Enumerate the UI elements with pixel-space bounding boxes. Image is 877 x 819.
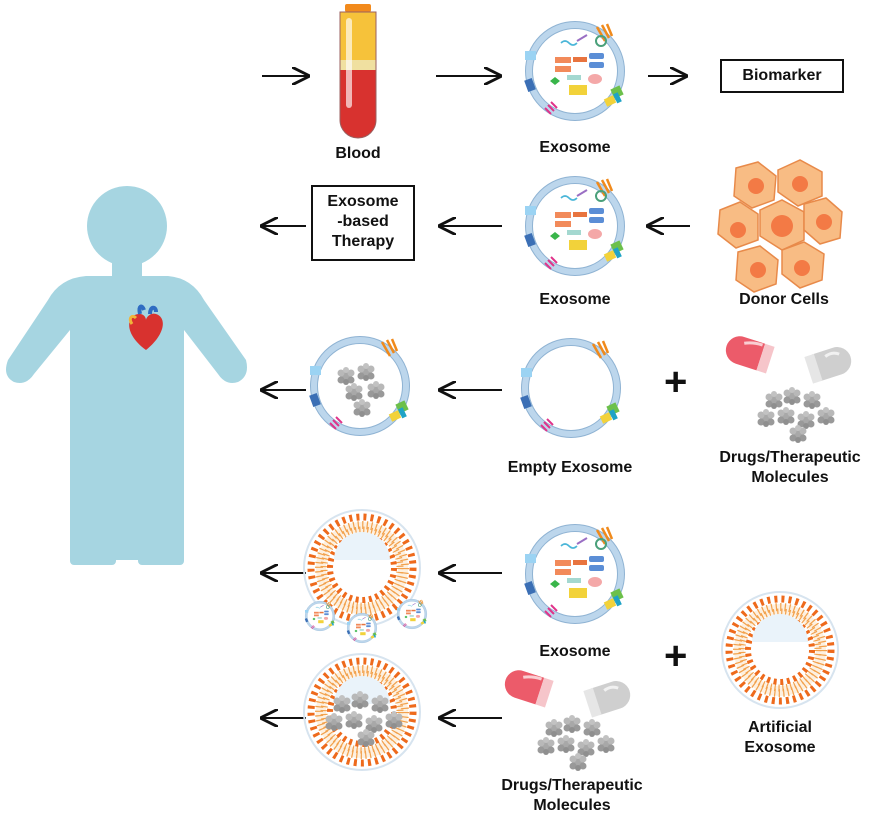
label-therapy-line2: -based xyxy=(337,213,389,230)
exosome-1-icon xyxy=(524,22,624,121)
exosome-3-icon xyxy=(524,525,624,624)
plus-sign-1: + xyxy=(664,360,688,404)
heart-icon xyxy=(128,304,163,350)
label-drugs-1-line2: Molecules xyxy=(751,469,829,486)
human-left-leg xyxy=(70,420,116,565)
biomarker-box: Biomarker xyxy=(720,59,844,93)
mini-exosome-icon-2 xyxy=(347,613,377,643)
label-therapy-line3: Therapy xyxy=(331,233,395,250)
label-artificial-exosome: Artificial Exosome xyxy=(720,718,840,758)
label-drugs-2-line2: Molecules xyxy=(533,797,611,814)
human-torso xyxy=(6,276,247,560)
empty-exosome-icon xyxy=(520,339,620,438)
label-drugs-2: Drugs/Therapeutic Molecules xyxy=(492,776,652,816)
therapy-box: Exosome -based Therapy xyxy=(311,185,415,261)
label-drugs-1: Drugs/Therapeutic Molecules xyxy=(710,448,870,488)
drug-molecules-icon-2 xyxy=(538,715,615,771)
label-blood: Blood xyxy=(335,145,381,162)
donor-cells-icon xyxy=(717,159,843,293)
mini-exosome-icon-1 xyxy=(305,601,335,631)
label-empty-exosome: Empty Exosome xyxy=(507,459,633,476)
label-donor-cells: Donor Cells xyxy=(739,291,829,308)
human-head xyxy=(87,186,167,266)
label-therapy-line1: Exosome xyxy=(327,193,399,210)
plus-sign-2: + xyxy=(664,634,688,678)
drug-molecules-icon-1 xyxy=(758,387,835,443)
exosome-2-icon xyxy=(524,177,624,276)
label-drugs-2-line1: Drugs/Therapeutic xyxy=(501,777,643,794)
drug-liposome-icon xyxy=(304,654,420,770)
capsule-pills-icon-1 xyxy=(720,331,857,386)
human-figure xyxy=(6,186,247,565)
label-artificial-line2: Exosome xyxy=(744,739,816,756)
label-exosome-2: Exosome xyxy=(539,291,611,308)
label-exosome-3: Exosome xyxy=(539,643,611,660)
human-right-leg xyxy=(138,420,184,565)
label-biomarker: Biomarker xyxy=(742,67,822,84)
label-drugs-1-line1: Drugs/Therapeutic xyxy=(719,449,861,466)
blood-tube-icon xyxy=(339,4,377,139)
label-exosome-1: Exosome xyxy=(539,139,611,156)
capsule-pills-icon-2 xyxy=(499,665,636,720)
artificial-exosome-icon xyxy=(722,592,838,708)
mini-exosome-icon-3 xyxy=(397,599,427,629)
label-artificial-line1: Artificial xyxy=(747,719,812,736)
human-neck xyxy=(112,260,142,280)
loaded-exosome-icon xyxy=(309,337,409,436)
